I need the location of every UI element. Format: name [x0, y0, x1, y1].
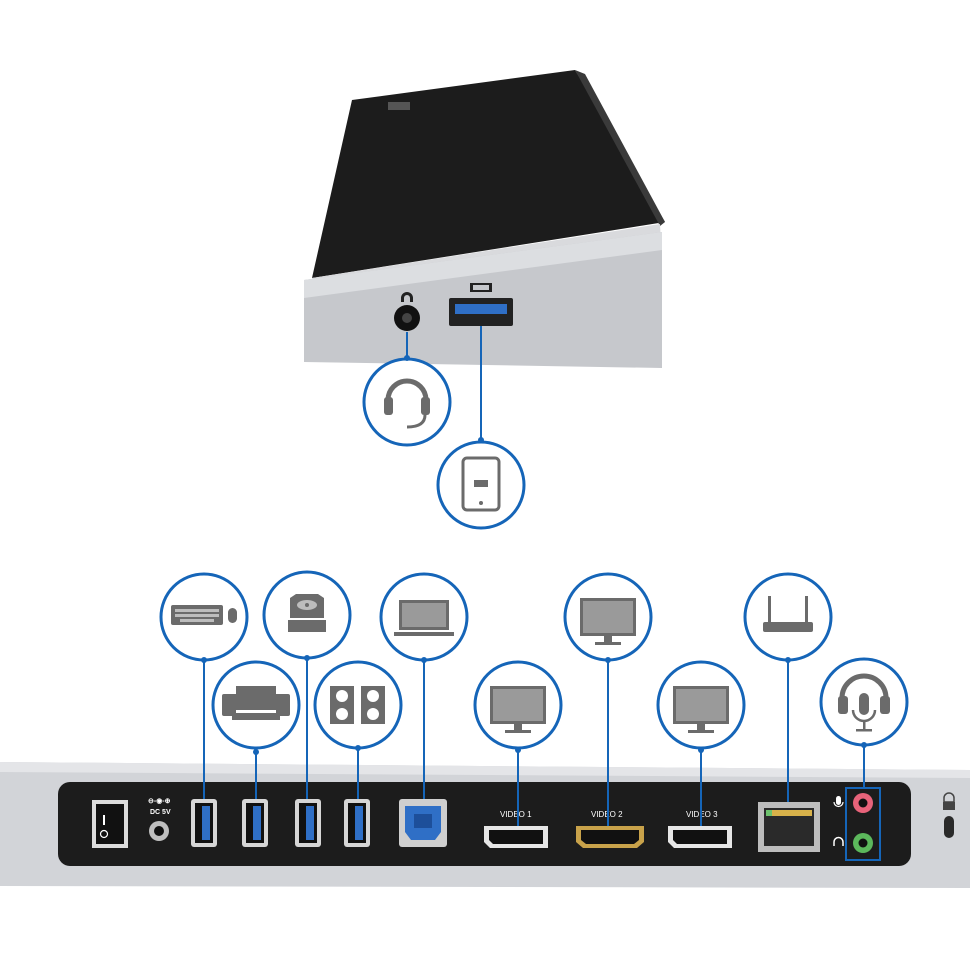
usb-b-host-port — [399, 799, 447, 847]
monitor-3-callout — [656, 660, 746, 753]
rear-usb-port-4 — [344, 799, 370, 847]
dc-power-jack: ⊖-◉-⊕ DC 5V — [148, 798, 171, 841]
headset-icon — [385, 378, 429, 410]
tablet-callout — [436, 437, 526, 530]
keyboard-mouse-callout — [159, 572, 249, 663]
keyboard-icon — [171, 605, 223, 625]
tablet-icon — [461, 456, 501, 512]
headphone-out-icon — [833, 836, 844, 846]
video-1-displayport: VIDEO 1 — [484, 810, 548, 848]
router-callout — [743, 572, 833, 663]
brand-logo — [388, 102, 410, 110]
dc-label: DC 5V — [150, 809, 171, 816]
printer-icon — [222, 686, 290, 720]
speakers-callout — [313, 660, 403, 751]
lock-icon — [943, 792, 955, 803]
front-headphone-jack — [394, 292, 420, 331]
microphone-icon — [833, 796, 844, 808]
mouse-icon — [228, 608, 237, 623]
front-usb-port — [449, 283, 513, 326]
monitor-2-callout — [563, 572, 653, 663]
headset-mic-callout — [819, 657, 909, 748]
power-switch — [92, 800, 128, 848]
monitor-icon — [490, 686, 546, 733]
rear-usb-port-3 — [295, 799, 321, 847]
dock-rear-view: ⊖-◉-⊕ DC 5V — [0, 762, 970, 888]
video-3-label: VIDEO 3 — [686, 810, 718, 819]
video-1-label: VIDEO 1 — [500, 810, 532, 819]
rear-usb-port-2 — [242, 799, 268, 847]
headset-callout — [362, 355, 452, 447]
hard-drive-icon — [288, 594, 326, 632]
lock-slot — [944, 816, 954, 838]
video-3-displayport: VIDEO 3 — [668, 810, 732, 848]
dc-symbol: ⊖-◉-⊕ — [148, 798, 171, 805]
ethernet-port — [758, 802, 820, 852]
printer-callout — [211, 660, 301, 755]
laptop-icon — [394, 600, 454, 636]
dock-front-view — [304, 70, 665, 440]
router-icon — [763, 596, 813, 632]
external-drive-callout — [262, 570, 352, 661]
rear-connector-lines — [203, 658, 865, 826]
monitor-1-callout — [473, 660, 563, 753]
rear-usb-port-1 — [191, 799, 217, 847]
headphone-icon — [401, 292, 413, 302]
monitor-icon — [673, 686, 729, 733]
laptop-callout — [379, 572, 469, 663]
monitor-icon — [580, 598, 636, 645]
speakers-icon — [330, 686, 385, 724]
headset-mic-icon — [838, 673, 890, 732]
